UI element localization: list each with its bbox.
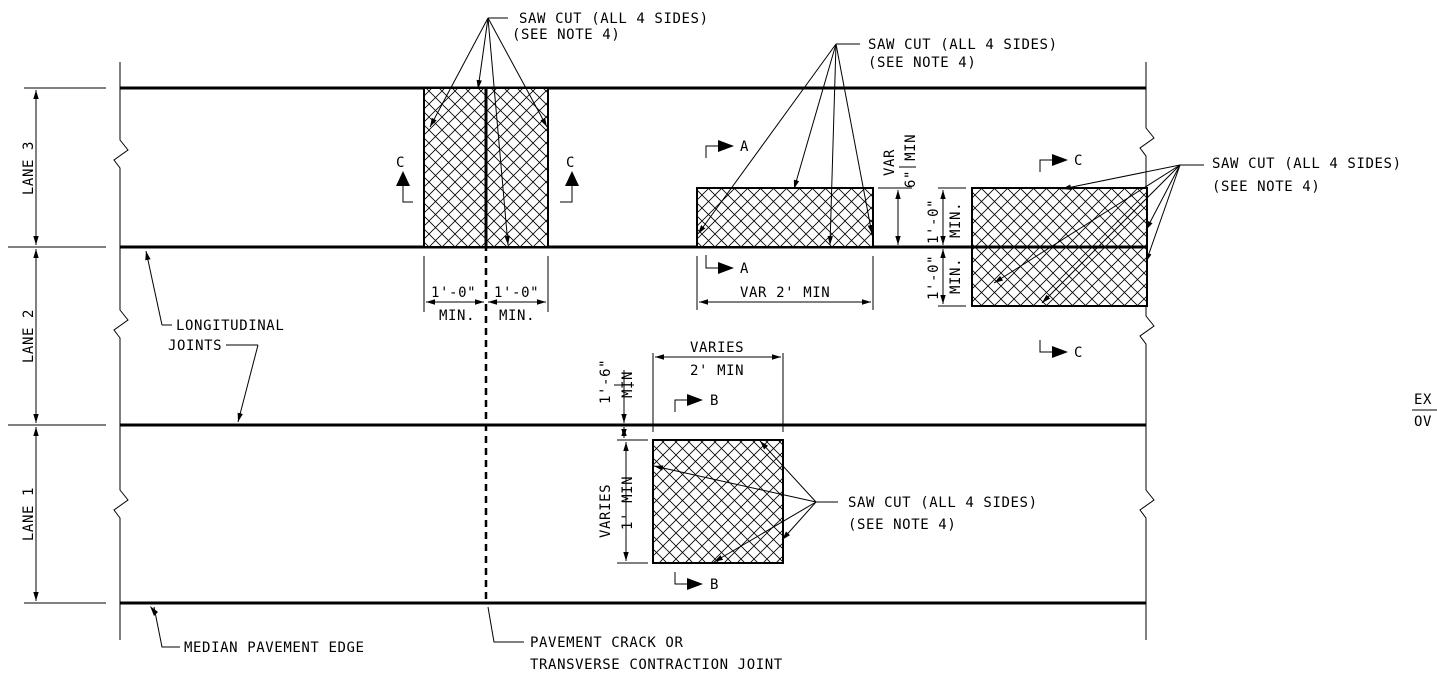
- median-edge-callout: MEDIAN PAVEMENT EDGE: [150, 606, 365, 656]
- dim-min-1ft-6in: MIN: [620, 371, 636, 398]
- break-lines: [113, 62, 1155, 640]
- saw-cut-label-2: SAW CUT (ALL 4 SIDES): [868, 37, 1058, 53]
- longitudinal-joints-callout: LONGITUDINAL JOINTS: [145, 250, 284, 423]
- crack-label-2: TRANSVERSE CONTRACTION JOINT: [530, 657, 783, 673]
- dim-2ft-min: 2' MIN: [690, 363, 744, 379]
- dim-varies-top: VARIES: [690, 340, 744, 356]
- longitudinal-label-2: JOINTS: [168, 338, 222, 354]
- median-edge-label: MEDIAN PAVEMENT EDGE: [184, 640, 365, 656]
- dim-6in-min: 6" MIN: [903, 134, 919, 188]
- longitudinal-label-1: LONGITUDINAL: [176, 318, 284, 334]
- lane-dimensions: LANE 3 LANE 2 LANE 1: [8, 87, 106, 604]
- dim-min-upper: MIN.: [948, 202, 964, 238]
- patch-square-b: SAW CUT (ALL 4 SIDES) (SEE NOTE 4) B B V…: [598, 340, 1038, 593]
- partial-label-2: OV: [1414, 414, 1432, 430]
- section-a-top-label: A: [740, 139, 749, 155]
- section-b-bottom-label: B: [710, 577, 719, 593]
- saw-cut-label-3: SAW CUT (ALL 4 SIDES): [1212, 156, 1402, 172]
- see-note-label-3: (SEE NOTE 4): [1212, 179, 1320, 195]
- dim-varies-left: VARIES: [598, 484, 614, 538]
- section-a-bottom-label: A: [740, 261, 749, 277]
- dim-1ft-min: 1' MIN: [620, 476, 636, 530]
- dim-1ft-lower: 1'-0": [926, 255, 942, 300]
- lane-2-label: LANE 2: [21, 309, 37, 363]
- see-note-label-2: (SEE NOTE 4): [868, 55, 976, 71]
- cropped-right-note: EX OV: [1412, 392, 1437, 430]
- section-c-top-label: C: [1074, 153, 1083, 169]
- dim-1ft-left: 1'-0": [431, 285, 476, 301]
- crack-label-1: PAVEMENT CRACK OR: [530, 635, 684, 651]
- see-note-label-4: (SEE NOTE 4): [848, 517, 956, 533]
- patch-longitudinal-c: SAW CUT (ALL 4 SIDES) (SEE NOTE 4) C C 1…: [926, 153, 1402, 361]
- dim-1ft-right: 1'-0": [494, 285, 539, 301]
- saw-cut-label-1: SAW CUT (ALL 4 SIDES): [519, 11, 709, 27]
- dim-min-left: MIN.: [439, 308, 475, 324]
- patch-area-2: [696, 187, 874, 248]
- dim-1ft-6in: 1'-6": [598, 359, 614, 404]
- section-c-right-label: C: [566, 155, 575, 171]
- dim-min-lower: MIN.: [948, 258, 964, 294]
- dim-1ft-upper: 1'-0": [926, 199, 942, 244]
- lane-1-label: LANE 1: [21, 487, 37, 541]
- section-c-left-label: C: [396, 155, 405, 171]
- section-c-bottom-label: C: [1074, 345, 1083, 361]
- see-note-label-1: (SEE NOTE 4): [512, 27, 620, 43]
- patch-longitudinal-a: SAW CUT (ALL 4 SIDES) (SEE NOTE 4) A A V…: [696, 37, 1058, 310]
- saw-cut-label-4: SAW CUT (ALL 4 SIDES): [848, 495, 1038, 511]
- dim-var-2ft-min: VAR 2' MIN: [740, 285, 830, 301]
- partial-label-1: EX: [1414, 392, 1432, 408]
- lane-3-label: LANE 3: [21, 141, 37, 195]
- dim-min-right: MIN.: [499, 308, 535, 324]
- crack-callout: PAVEMENT CRACK OR TRANSVERSE CONTRACTION…: [487, 606, 783, 673]
- patch-area-4: [652, 439, 784, 564]
- dim-var: VAR: [882, 149, 898, 176]
- section-b-top-label: B: [710, 393, 719, 409]
- patch-transverse: SAW CUT (ALL 4 SIDES) (SEE NOTE 4) C C 1…: [396, 11, 709, 324]
